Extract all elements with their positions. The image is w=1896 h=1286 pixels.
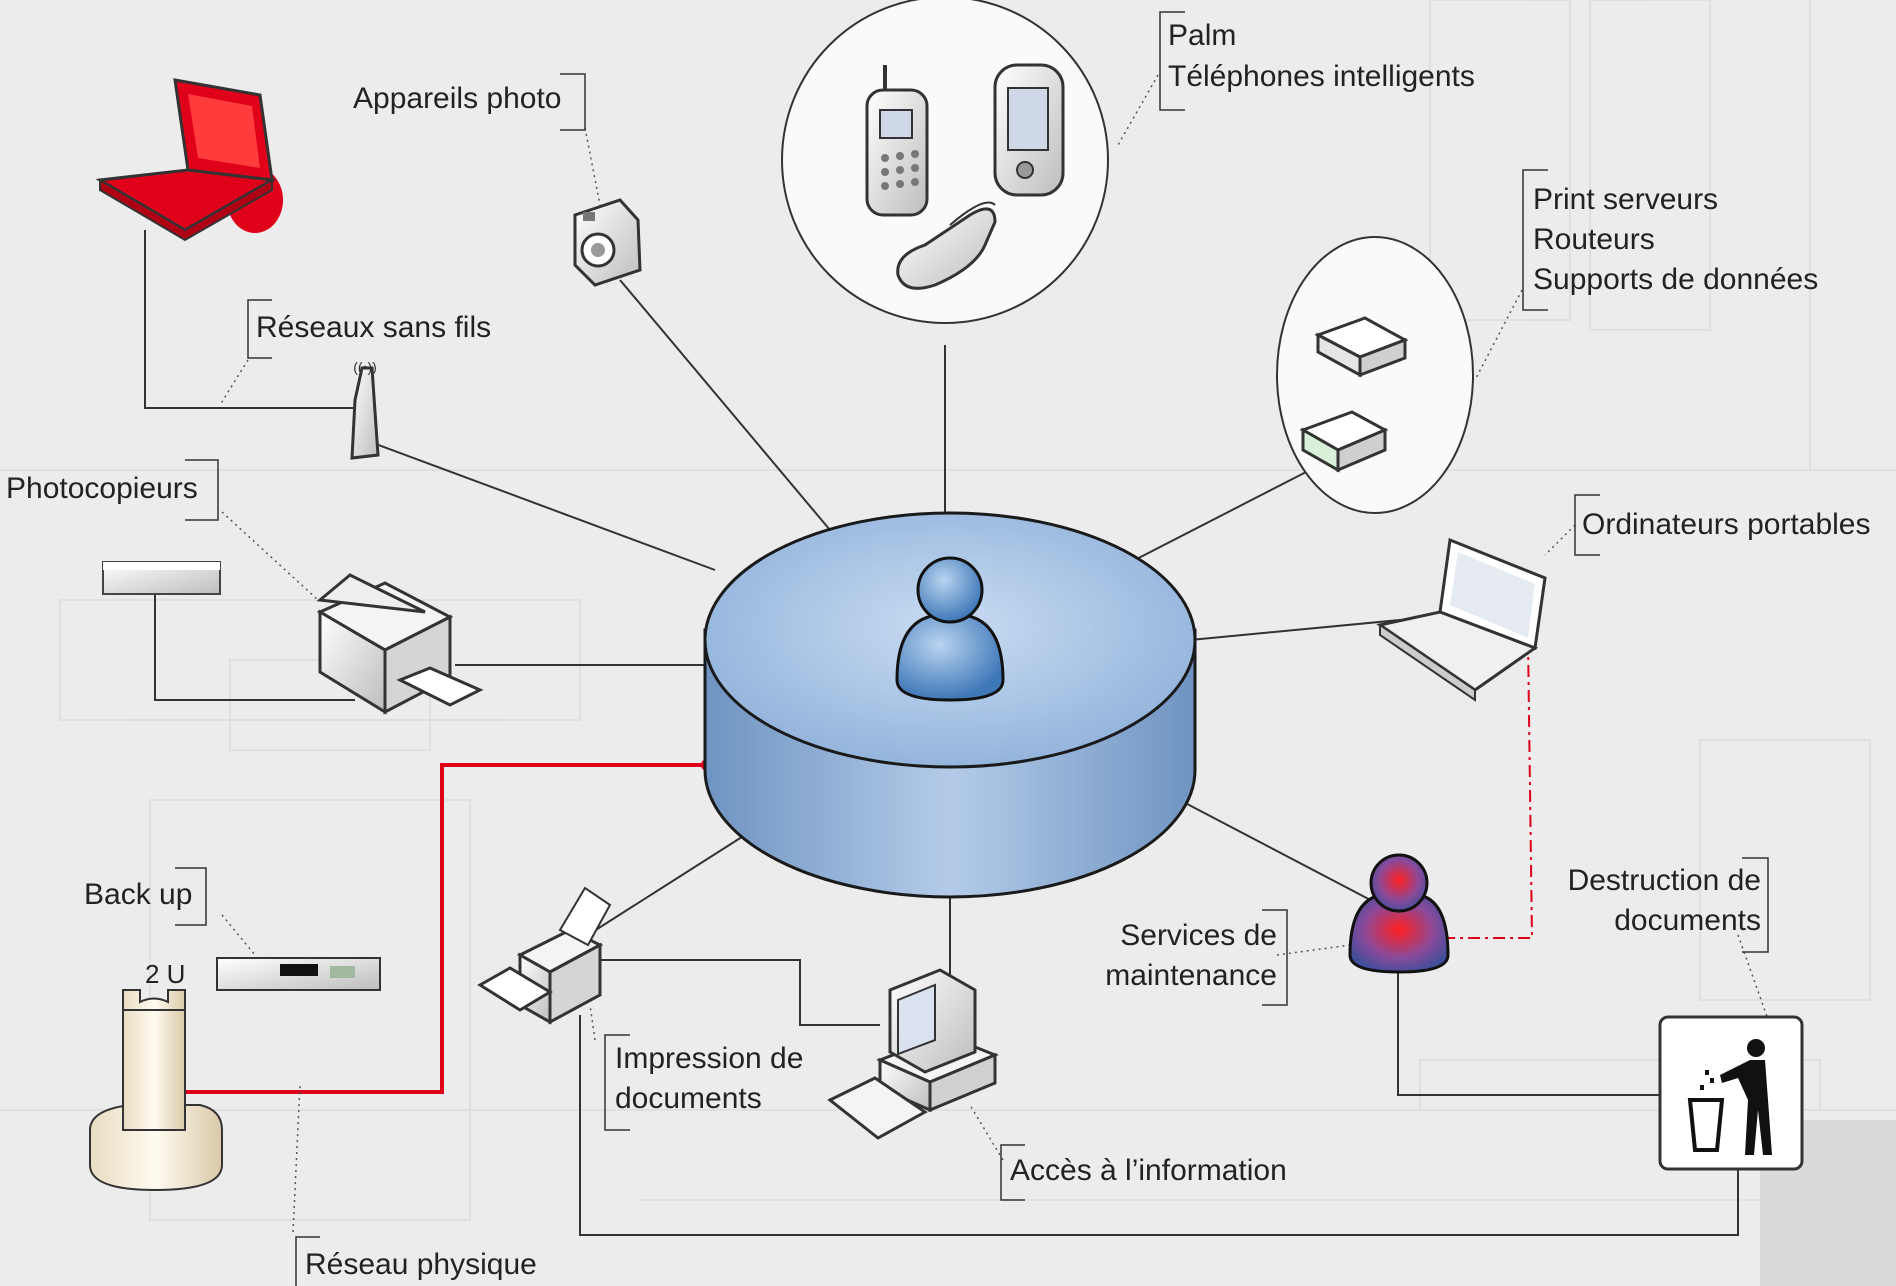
laptop-icon[interactable]	[95, 78, 283, 242]
label-services-maintenance: Services de maintenance	[1105, 909, 1288, 1006]
background-texture	[0, 0, 1896, 1221]
label-photocopieurs: Photocopieurs	[6, 459, 219, 521]
storage-tower-icon[interactable]	[89, 989, 223, 1192]
label-text: maintenance	[1105, 959, 1277, 992]
label-reseau-physique: Réseau physique	[295, 1236, 537, 1286]
leader-lines	[219, 74, 1771, 1233]
label-text: Back up	[84, 878, 192, 911]
flip-phone-icon	[896, 201, 997, 290]
rack-unit-icon[interactable]	[216, 957, 381, 991]
label-text: Appareils photo	[353, 82, 561, 115]
label-text: documents	[615, 1082, 762, 1115]
label-destruction: Destruction de documents	[1568, 857, 1769, 953]
label-palm: Palm Téléphones intelligents	[1159, 11, 1475, 111]
label-ordinateurs-portables: Ordinateurs portables	[1574, 494, 1871, 556]
network-device-group[interactable]	[1276, 236, 1474, 514]
label-text: Print serveurs	[1533, 183, 1718, 216]
desktop-computer-icon[interactable]	[827, 968, 999, 1140]
label-serveurs: Print serveurs Routeurs Supports de donn…	[1522, 169, 1818, 311]
wireless-antenna-icon[interactable]: ((•))	[350, 359, 380, 460]
label-text: Impression de	[615, 1042, 803, 1075]
label-impression: Impression de documents	[604, 1034, 803, 1131]
label-text: Téléphones intelligents	[1168, 60, 1475, 93]
network-device-icon	[1314, 316, 1409, 378]
network-switch-icon[interactable]	[102, 561, 221, 595]
wifi-symbol: ((•))	[353, 359, 377, 375]
printer-icon[interactable]	[477, 886, 612, 1025]
label-text: Réseau physique	[305, 1248, 537, 1281]
person-icon[interactable]	[1348, 853, 1450, 974]
red-dashed-link	[1440, 639, 1534, 939]
label-reseaux-sans-fils: Réseaux sans fils	[247, 299, 491, 359]
label-text: Routeurs	[1533, 223, 1655, 256]
label-appareils-photo: Appareils photo	[353, 73, 586, 131]
red-backup-link	[185, 763, 707, 1094]
connection-lines	[144, 230, 1739, 1236]
label-text: Ordinateurs portables	[1582, 508, 1871, 541]
camera-icon[interactable]	[573, 198, 642, 287]
mobile-phone-icon	[865, 65, 929, 217]
label-2u: 2 U	[145, 959, 185, 989]
label-text: Destruction de	[1568, 864, 1761, 897]
label-text: Services de	[1120, 919, 1277, 952]
user-database-icon	[895, 556, 1005, 702]
router-icon	[1299, 410, 1389, 473]
trash-bin-icon[interactable]	[1658, 1015, 1804, 1171]
label-back-up: Back up	[84, 867, 207, 926]
label-acces-information: Accès à l’information	[1000, 1144, 1287, 1201]
central-hub[interactable]	[703, 511, 1197, 899]
label-text: Palm	[1168, 19, 1236, 52]
pda-icon	[993, 63, 1065, 197]
laptop-icon[interactable]	[1376, 537, 1547, 702]
label-text: Accès à l’information	[1010, 1154, 1287, 1187]
photocopier-icon[interactable]	[316, 573, 484, 715]
label-text: Supports de données	[1533, 263, 1818, 296]
label-text: Photocopieurs	[6, 472, 198, 505]
label-text: Réseaux sans fils	[256, 311, 491, 344]
label-text: documents	[1614, 904, 1761, 937]
mobile-phone-group[interactable]	[781, 0, 1109, 324]
